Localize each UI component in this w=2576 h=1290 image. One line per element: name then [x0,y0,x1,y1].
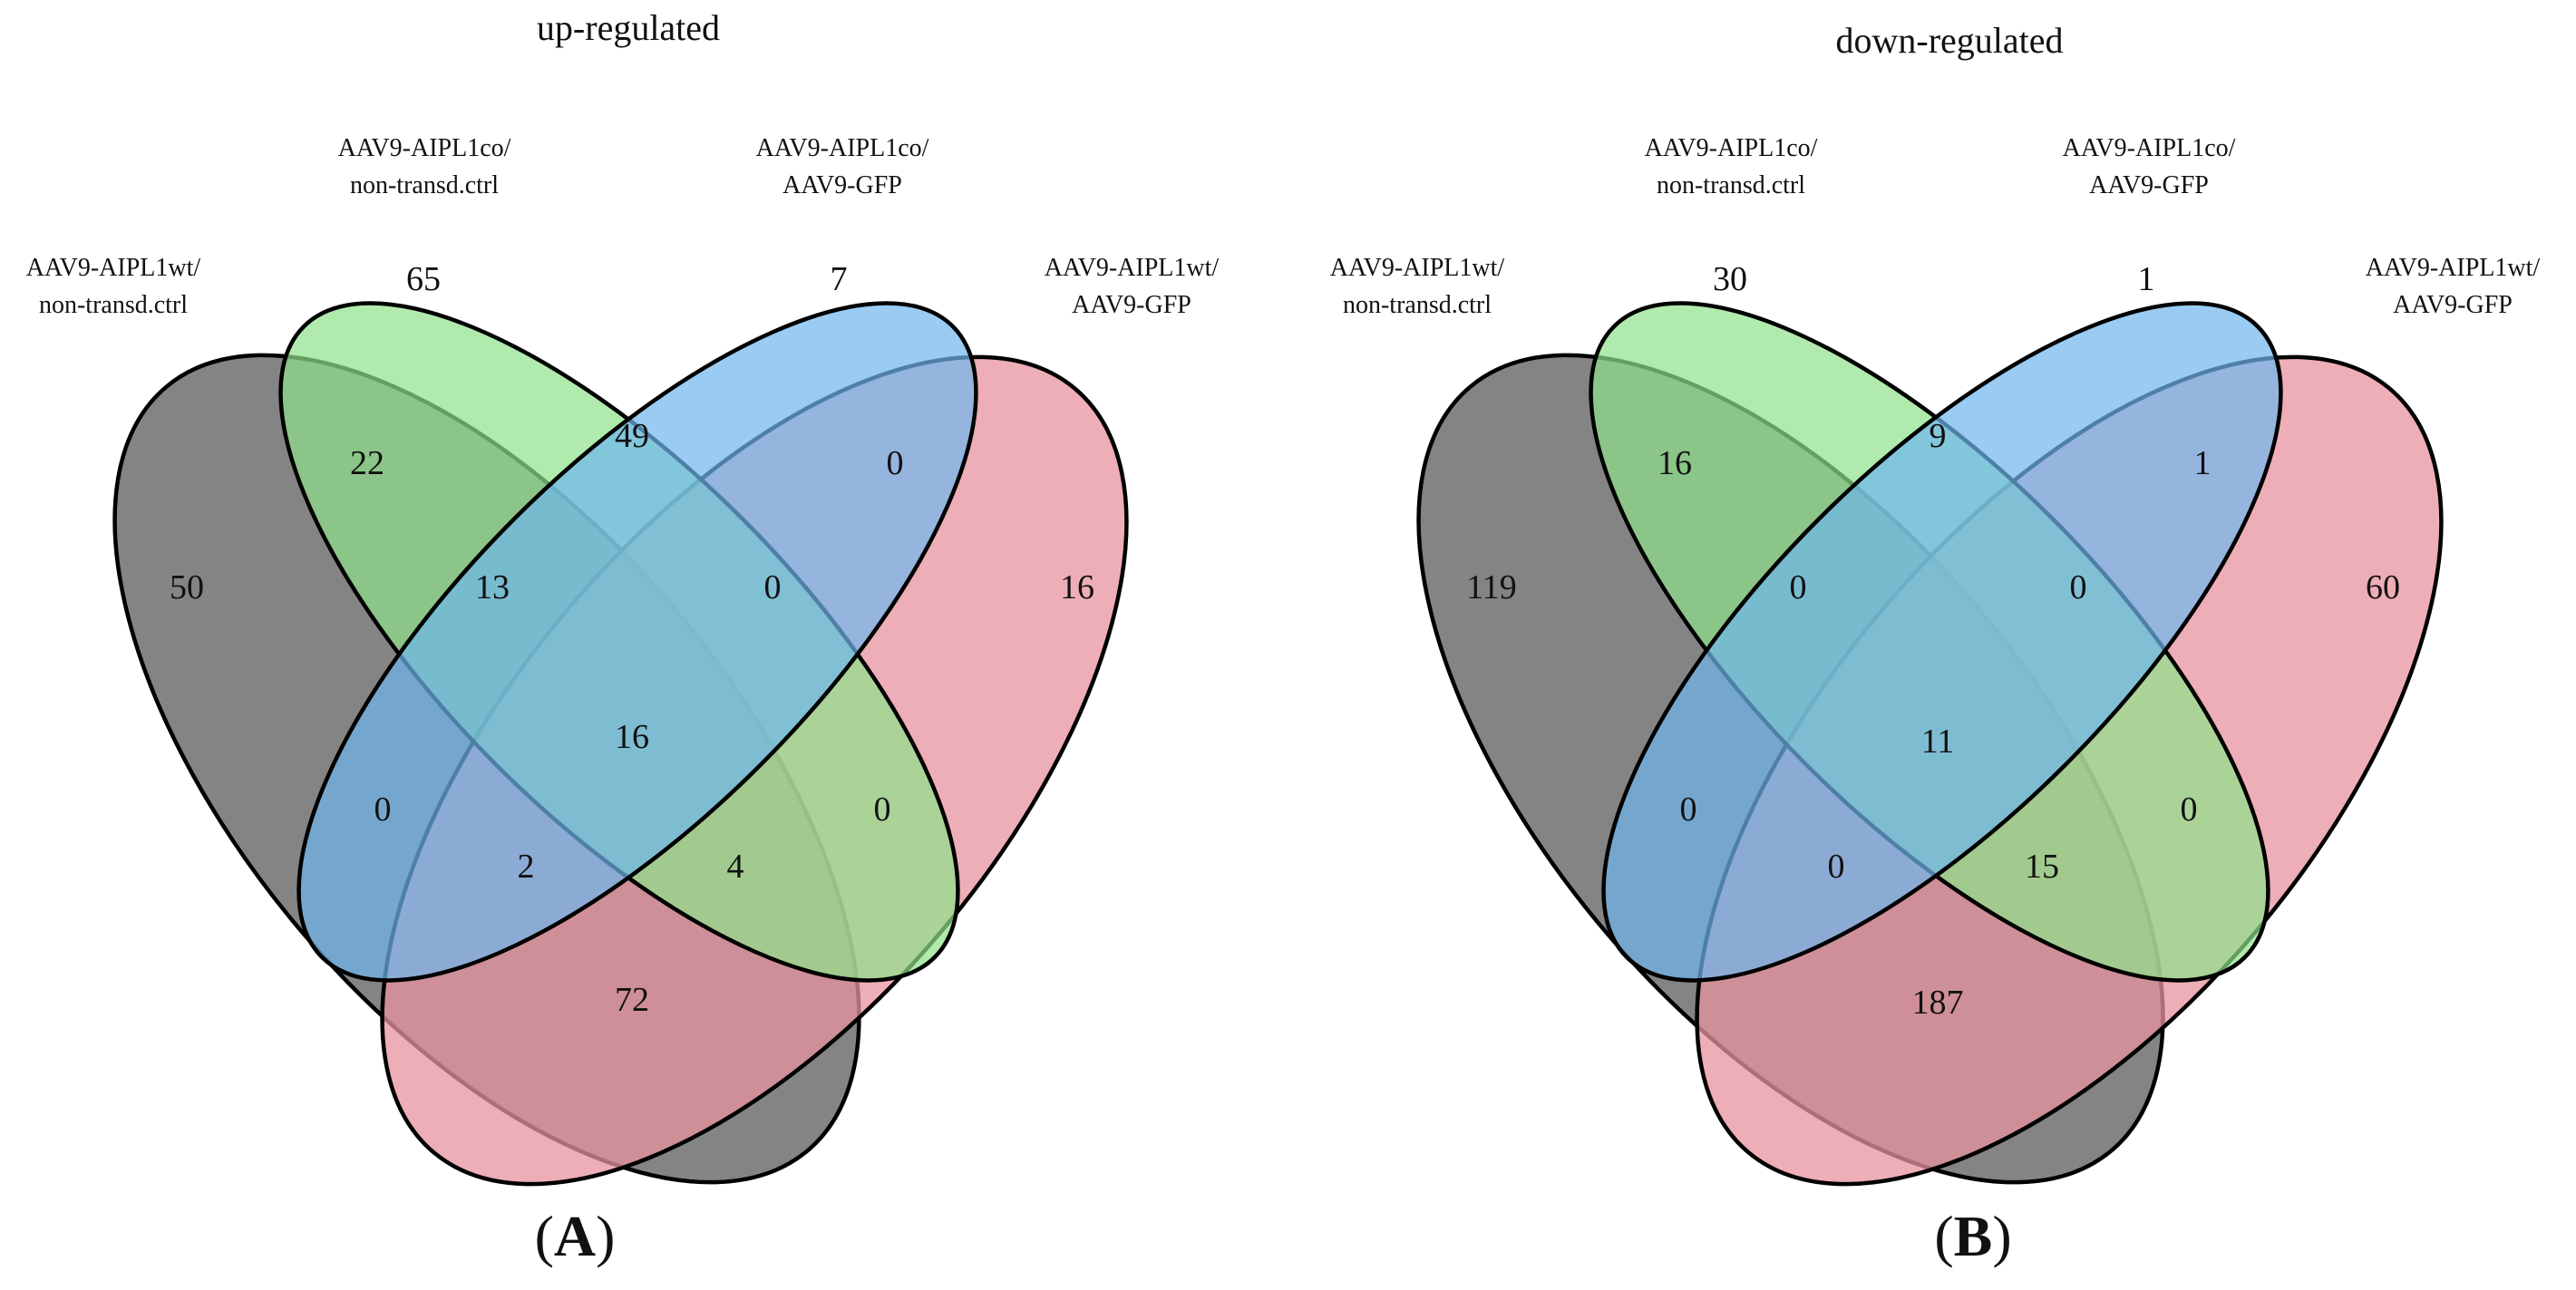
region-count: 119 [1466,568,1517,606]
set-label-line2: AAV9-GFP [1072,291,1191,319]
region-count: 13 [475,568,510,606]
panel-a-title: up-regulated [537,7,720,48]
set-label-line1: AAV9-AIPL1wt/ [2366,254,2541,282]
region-count: 0 [1680,790,1697,829]
region-count: 16 [1060,568,1094,606]
panel-b-ellipses [1416,301,2444,1187]
set-label-line1: AAV9-AIPL1co/ [756,134,929,162]
panel-a-ellipses [112,301,1129,1187]
region-count: 0 [374,790,392,829]
panel-a-region-counts: 50 65 7 16 22 49 0 13 0 16 0 0 2 4 72 [170,260,1094,1019]
region-count: 7 [831,260,848,298]
region-count: 16 [1657,444,1692,482]
region-count: 49 [615,417,649,455]
set-label-line1: AAV9-AIPL1co/ [2063,134,2236,162]
set-label-line2: non-transd.ctrl [350,171,499,199]
region-count: 30 [1713,260,1747,298]
panel-b-set-labels: AAV9-AIPL1wt/ non-transd.ctrl AAV9-AIPL1… [1330,134,2541,319]
set-label-line2: non-transd.ctrl [1343,291,1492,319]
set-label-line1: AAV9-AIPL1co/ [1645,134,1818,162]
region-count: 15 [2025,848,2059,886]
region-count: 1 [2194,444,2211,482]
region-count: 0 [887,444,904,482]
region-count: 0 [764,568,782,606]
panel-a-tag: (A) [535,1204,616,1268]
region-count: 50 [170,568,204,606]
set-a-co-gfp [296,301,978,983]
set-label-line2: non-transd.ctrl [39,291,188,319]
region-count: 2 [518,848,535,886]
set-label-line1: AAV9-AIPL1wt/ [1330,254,1505,282]
region-count: 0 [2181,790,2198,829]
panel-b: down-regulated AAV9-AIPL1wt/ non-transd.… [1330,20,2541,1268]
panel-b-title: down-regulated [1835,20,2063,61]
region-count: 16 [615,718,649,756]
region-count: 65 [406,260,441,298]
set-label-line2: AAV9-GFP [2393,291,2513,319]
region-count: 22 [350,444,384,482]
region-count: 0 [1828,848,1845,886]
region-count: 11 [1921,723,1955,761]
region-count: 9 [1930,417,1947,455]
region-count: 0 [1790,568,1807,606]
set-b-co-gfp [1601,301,2283,983]
set-label-line1: AAV9-AIPL1co/ [338,134,511,162]
region-count: 4 [727,848,744,886]
panel-b-region-counts: 119 30 1 60 16 9 1 0 0 11 0 0 0 15 187 [1466,260,2400,1022]
panel-a-set-labels: AAV9-AIPL1wt/ non-transd.ctrl AAV9-AIPL1… [26,134,1220,319]
region-count: 72 [615,981,649,1019]
set-label-line2: AAV9-GFP [783,171,902,199]
region-count: 0 [874,790,891,829]
panel-b-tag: (B) [1934,1204,2011,1268]
region-count: 0 [2070,568,2087,606]
region-count: 1 [2138,260,2155,298]
region-count: 187 [1912,984,1964,1022]
set-label-line2: non-transd.ctrl [1657,171,1805,199]
set-label-line1: AAV9-AIPL1wt/ [26,254,201,282]
set-label-line1: AAV9-AIPL1wt/ [1045,254,1220,282]
panel-a: up-regulated AAV9-AIPL1wt/ non-transd.ct… [26,7,1220,1268]
region-count: 60 [2366,568,2400,606]
set-label-line2: AAV9-GFP [2089,171,2209,199]
